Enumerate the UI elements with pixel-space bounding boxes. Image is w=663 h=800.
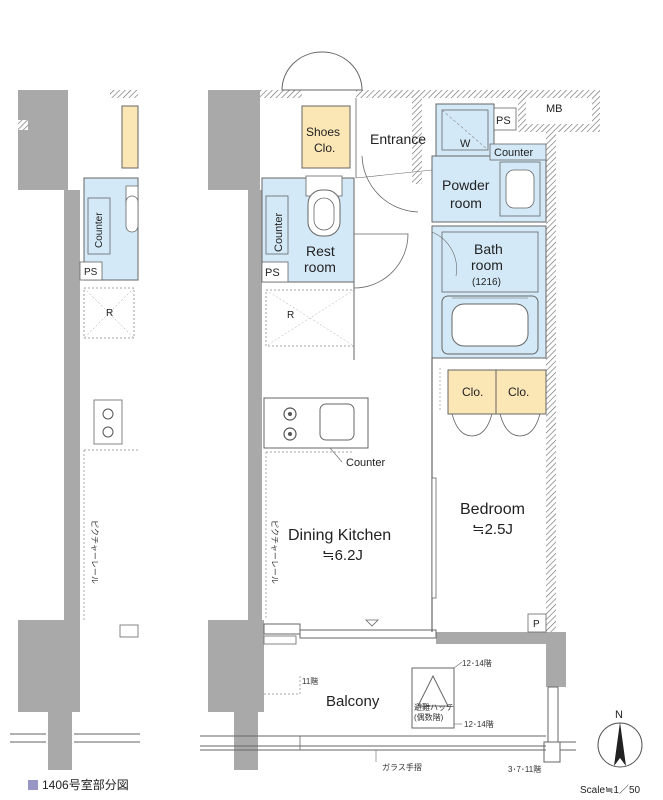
kitchen-counter-label: Counter: [346, 457, 385, 469]
legend-swatch: [28, 780, 38, 790]
floor-note-11: 11階: [302, 676, 318, 686]
bath-size-label: (1216): [472, 277, 501, 288]
ps-left-label: PS: [265, 267, 280, 279]
shoes-clo-label-2: Clo.: [314, 141, 335, 155]
bath-label-2: room: [471, 257, 503, 273]
legend-label: 1406号室部分図: [42, 777, 129, 792]
north-arrow: [597, 722, 643, 768]
rest-counter-label: Counter: [273, 213, 285, 252]
scale-label: Scale≒1／50: [580, 784, 641, 796]
entrance-door-swing: [281, 51, 363, 91]
dining-kitchen-area: ≒6.2J: [322, 547, 363, 564]
neighbor-counter-label: Counter: [94, 212, 105, 248]
escape-hatch: [411, 667, 455, 729]
floor-note-12-14-top: 12･14階: [462, 658, 492, 668]
washer-label: W: [460, 138, 471, 150]
hatch-label-2: (偶数階): [414, 712, 444, 722]
neighbor-picture-rail-label: ピクチャーレール: [90, 520, 99, 584]
floor-note-3-7-11: 3･7･11階: [508, 764, 541, 774]
glass-rail-label: ガラス手摺: [382, 762, 422, 772]
balcony-label: Balcony: [326, 693, 380, 710]
north-label: N: [615, 709, 623, 721]
pipe-label: P: [533, 619, 540, 630]
neighbor-ps-label: PS: [84, 267, 98, 278]
rest-label-1: Rest: [306, 243, 335, 259]
bedroom-closet: [447, 369, 547, 415]
unit-walls: [208, 90, 600, 770]
picture-rail-label: ピクチャーレール: [270, 520, 279, 584]
neighbor-unit: [10, 90, 140, 770]
floor-note-12-14-bottom: 12･14階: [464, 719, 494, 729]
refrigerator-label: R: [287, 310, 294, 321]
closet-label-2: Clo.: [508, 385, 529, 399]
powder-label-1: Powder: [442, 177, 490, 193]
bedroom-label: Bedroom: [460, 501, 525, 518]
hatch-label-1: 避難ハッチ: [414, 702, 454, 712]
ps-top-label: PS: [496, 115, 511, 127]
powder-counter-label: Counter: [494, 147, 533, 159]
rest-label-2: room: [304, 259, 336, 275]
entrance-label: Entrance: [370, 131, 426, 147]
dining-kitchen-label: Dining Kitchen: [288, 527, 391, 544]
powder-label-2: room: [450, 195, 482, 211]
mb-label: MB: [546, 103, 563, 115]
bath-label-1: Bath: [474, 241, 503, 257]
neighbor-refrigerator-label: R: [106, 308, 113, 319]
shoes-closet: [301, 105, 351, 169]
bedroom-area: ≒2.5J: [472, 521, 513, 538]
shoes-clo-label-1: Shoes: [306, 125, 340, 139]
closet-label-1: Clo.: [462, 385, 483, 399]
